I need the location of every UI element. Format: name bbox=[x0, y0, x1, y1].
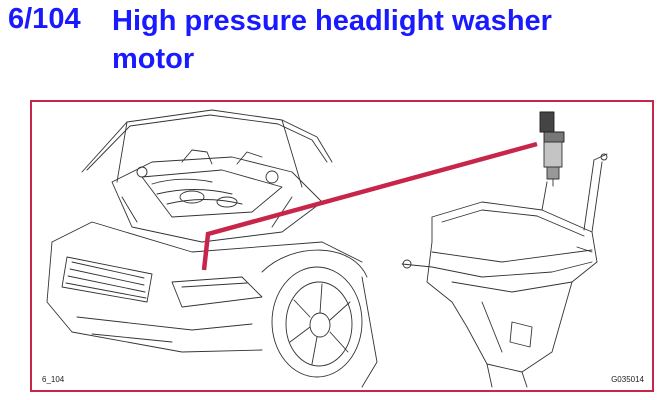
washer-reservoir bbox=[401, 153, 608, 388]
location-leader-line bbox=[201, 141, 538, 271]
car-engine-illustration bbox=[46, 109, 608, 388]
section-number: 6/104 bbox=[8, 3, 81, 35]
front-wheel bbox=[261, 249, 378, 388]
figure-caption-right: G035014 bbox=[611, 375, 644, 384]
engine-bay bbox=[111, 149, 323, 243]
washer-motor bbox=[539, 111, 565, 187]
figure-caption-left: 6_104 bbox=[42, 375, 65, 384]
car-hood bbox=[81, 109, 333, 188]
grille bbox=[61, 256, 153, 303]
car-front bbox=[46, 221, 363, 353]
illustration-frame: 6_104 G035014 bbox=[30, 100, 654, 392]
page-title: High pressure headlight washer motor bbox=[112, 5, 552, 75]
headlight bbox=[171, 276, 263, 308]
